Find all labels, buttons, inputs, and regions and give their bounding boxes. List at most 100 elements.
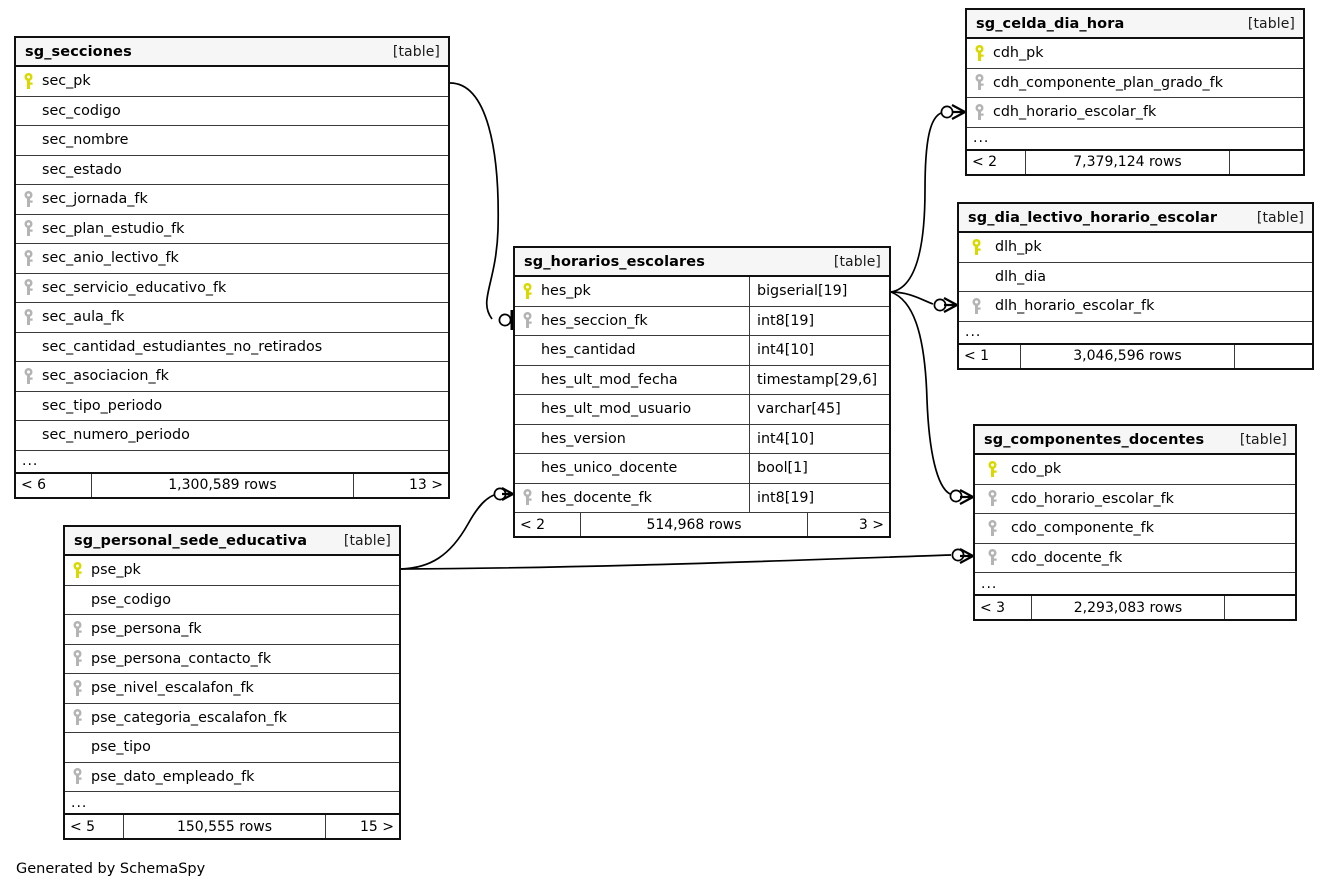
table-name: sg_celda_dia_hora — [976, 15, 1125, 32]
footer-prev-count[interactable]: < 2 — [515, 513, 581, 536]
table-header-sg_celda_dia_hora[interactable]: sg_celda_dia_hora [table] — [967, 10, 1303, 39]
edge-secciones-to-horarios — [449, 82, 515, 330]
key-cell — [65, 709, 89, 726]
column-name: sec_numero_periodo — [42, 427, 190, 444]
column-row[interactable]: cdo_componente_fk — [975, 514, 1295, 544]
column-name: dlh_horario_escolar_fk — [995, 298, 1155, 315]
column-row[interactable]: cdo_docente_fk — [975, 543, 1295, 573]
column-row[interactable]: dlh_dia — [959, 262, 1312, 292]
column-row[interactable]: sec_asociacion_fk — [16, 362, 448, 392]
key-cell — [975, 519, 1009, 537]
column-name: pse_persona_fk — [91, 621, 202, 638]
column-name: sec_servicio_educativo_fk — [42, 279, 227, 296]
table-type-tag: [table] — [1239, 431, 1287, 448]
table-sg_dia_lectivo_horario_escolar[interactable]: sg_dia_lectivo_horario_escolar[table]dlh… — [957, 202, 1314, 370]
foreign-key-icon — [523, 489, 532, 506]
key-cell — [16, 220, 40, 237]
primary-key-icon — [988, 460, 997, 477]
column-row[interactable]: pse_categoria_escalafon_fk — [65, 703, 399, 733]
footer-next-count[interactable]: 13 > — [409, 477, 443, 493]
key-cell — [16, 72, 40, 90]
column-row[interactable]: pse_tipo — [65, 733, 399, 763]
key-cell — [16, 367, 40, 385]
footer-prev-count[interactable]: < 3 — [975, 596, 1032, 619]
footer-prev-count[interactable]: < 2 — [967, 150, 1026, 174]
column-row[interactable]: cdh_horario_escolar_fk — [967, 98, 1303, 128]
column-name: dlh_dia — [995, 268, 1047, 285]
primary-key-icon — [24, 72, 33, 89]
footer-next-count[interactable] — [1225, 596, 1295, 619]
column-name: cdo_componente_fk — [1011, 520, 1154, 537]
footer-prev-count[interactable]: < 1 — [959, 344, 1021, 368]
column-name: sec_jornada_fk — [42, 191, 148, 208]
column-row[interactable]: sec_anio_lectivo_fk — [16, 244, 448, 274]
key-cell — [515, 282, 539, 300]
column-row[interactable]: sec_jornada_fk — [16, 185, 448, 215]
column-row[interactable]: pse_codigo — [65, 585, 399, 615]
column-row[interactable]: sec_codigo — [16, 96, 448, 126]
foreign-key-icon — [988, 519, 997, 536]
column-row[interactable]: sec_numero_periodo — [16, 421, 448, 451]
foreign-key-icon — [988, 490, 997, 507]
edge-horarios-to-celda-dia-hora — [890, 104, 966, 293]
column-row[interactable]: cdo_horario_escolar_fk — [975, 484, 1295, 514]
footer-next-count[interactable] — [1235, 345, 1312, 368]
column-name: sec_pk — [42, 73, 91, 90]
footer-prev-count[interactable]: < 5 — [65, 815, 124, 838]
column-row[interactable]: dlh_pk — [959, 233, 1312, 263]
column-row[interactable]: cdh_pk — [967, 39, 1303, 69]
diagram-caption: Generated by SchemaSpy — [16, 861, 206, 877]
column-row[interactable]: pse_pk — [65, 556, 399, 586]
column-row[interactable]: sec_plan_estudio_fk — [16, 214, 448, 244]
table-type-tag: [table] — [1247, 15, 1295, 32]
column-row[interactable]: sec_cantidad_estudiantes_no_retirados — [16, 332, 448, 362]
table-name: sg_componentes_docentes — [984, 431, 1205, 448]
footer-next-count[interactable]: 3 > — [858, 516, 884, 533]
column-row[interactable]: cdo_pk — [975, 455, 1295, 485]
table-type-tag: [table] — [392, 43, 440, 60]
column-row[interactable]: pse_persona_contacto_fk — [65, 644, 399, 674]
column-name: hes_ult_mod_fecha — [539, 365, 750, 394]
key-cell — [967, 74, 991, 91]
column-row[interactable]: sec_servicio_educativo_fk — [16, 273, 448, 303]
table-header-sg_horarios_escolares[interactable]: sg_horarios_escolares[table] — [515, 248, 889, 277]
table-header-sg_componentes_docentes[interactable]: sg_componentes_docentes [table] — [975, 426, 1295, 455]
footer-next-count[interactable]: 15 > — [360, 818, 394, 835]
column-row[interactable]: cdh_componente_plan_grado_fk — [967, 68, 1303, 98]
column-name: pse_codigo — [91, 591, 171, 608]
table-header-sg_secciones[interactable]: sg_secciones[table] — [16, 38, 448, 67]
column-row[interactable]: sec_estado — [16, 155, 448, 185]
footer-row-count: 514,968 rows — [581, 513, 808, 536]
table-header-sg_dia_lectivo_horario_escolar[interactable]: sg_dia_lectivo_horario_escolar[table] — [959, 204, 1312, 233]
column-row[interactable]: pse_dato_empleado_fk — [65, 762, 399, 792]
column-row[interactable]: sec_aula_fk — [16, 303, 448, 333]
footer-prev-count[interactable]: < 6 — [16, 473, 92, 497]
footer-next-count[interactable] — [1230, 151, 1303, 174]
column-row[interactable]: sec_pk — [16, 67, 448, 97]
column-row[interactable]: pse_persona_fk — [65, 615, 399, 645]
column-row[interactable]: dlh_horario_escolar_fk — [959, 292, 1312, 322]
table-type-tag: [table] — [343, 532, 391, 549]
table-header-sg_personal_sede_educativa[interactable]: sg_personal_sede_educativa[table] — [65, 527, 399, 556]
foreign-key-icon — [24, 190, 33, 207]
column-row[interactable]: sec_tipo_periodo — [16, 391, 448, 421]
column-row[interactable]: pse_nivel_escalafon_fk — [65, 674, 399, 704]
column-name: pse_categoria_escalafon_fk — [91, 709, 287, 726]
column-row[interactable]: sec_nombre — [16, 126, 448, 156]
